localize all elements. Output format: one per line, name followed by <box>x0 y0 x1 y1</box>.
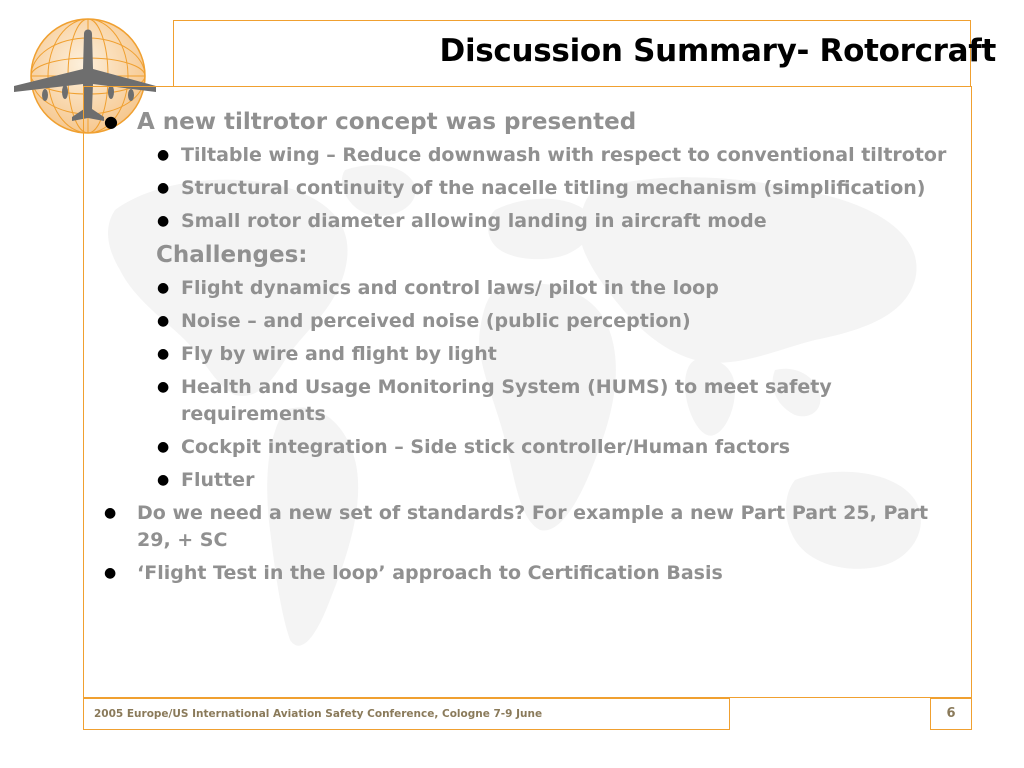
bullet-text: A new tiltrotor concept was presented <box>137 109 637 135</box>
bullet-text: Flutter <box>181 469 255 491</box>
sub-bullet-item: ● Structural continuity of the nacelle t… <box>100 175 960 202</box>
bullet-icon: ● <box>157 379 170 395</box>
bullet-icon: ● <box>157 147 170 163</box>
title-frame <box>173 20 971 86</box>
sub-bullet-item: ● Flutter <box>100 467 960 494</box>
sub-bullet-item: ● Cockpit integration – Side stick contr… <box>100 434 960 461</box>
sub-bullet-item: ● Small rotor diameter allowing landing … <box>100 208 960 235</box>
bullet-text: Health and Usage Monitoring System (HUMS… <box>181 376 832 425</box>
sub-bullet-item: ● Tiltable wing – Reduce downwash with r… <box>100 142 960 169</box>
bullet-text: Small rotor diameter allowing landing in… <box>181 210 767 232</box>
bullet-text: Flight dynamics and control laws/ pilot … <box>181 277 719 299</box>
bullet-icon: ● <box>157 472 170 488</box>
bullet-text: Do we need a new set of standards? For e… <box>137 502 929 551</box>
bullet-item: ● ‘Flight Test in the loop’ approach to … <box>100 560 960 587</box>
bullet-text: Structural continuity of the nacelle tit… <box>181 177 926 199</box>
sub-bullet-item: ● Flight dynamics and control laws/ pilo… <box>100 275 960 302</box>
challenges-heading: Challenges: <box>156 242 308 268</box>
footer-conference-text: 2005 Europe/US International Aviation Sa… <box>94 708 543 720</box>
bullet-icon: ● <box>157 439 170 455</box>
bullet-icon: ● <box>157 213 170 229</box>
bullet-text: Noise – and perceived noise (public perc… <box>181 310 691 332</box>
content-frame <box>83 86 972 698</box>
bullet-item: ● Do we need a new set of standards? For… <box>100 500 960 554</box>
sub-bullet-item: ● Health and Usage Monitoring System (HU… <box>100 374 960 428</box>
bullet-icon: ● <box>104 112 118 131</box>
footer-page-box: 6 <box>930 698 972 730</box>
sub-bullet-item: ● Noise – and perceived noise (public pe… <box>100 308 960 335</box>
bullet-text: Cockpit integration – Side stick control… <box>181 436 791 458</box>
footer-conference-box: 2005 Europe/US International Aviation Sa… <box>83 698 730 730</box>
sub-bullet-item: ● Fly by wire and flight by light <box>100 341 960 368</box>
bullet-text: Fly by wire and flight by light <box>181 343 497 365</box>
bullet-icon: ● <box>157 180 170 196</box>
bullet-icon: ● <box>104 505 117 521</box>
page-number: 6 <box>946 706 956 721</box>
slide-body: ● A new tiltrotor concept was presented … <box>100 108 960 593</box>
bullet-icon: ● <box>104 565 117 581</box>
bullet-icon: ● <box>157 313 170 329</box>
bullet-item: ● A new tiltrotor concept was presented <box>100 108 960 136</box>
world-map-watermark <box>108 165 921 646</box>
slide-title: Discussion Summary- Rotorcraft <box>439 33 997 69</box>
bullet-icon: ● <box>157 280 170 296</box>
bullet-icon: ● <box>157 346 170 362</box>
bullet-text: ‘Flight Test in the loop’ approach to Ce… <box>137 562 723 584</box>
bullet-text: Tiltable wing – Reduce downwash with res… <box>181 144 947 166</box>
airplane-globe-icon <box>14 18 156 134</box>
